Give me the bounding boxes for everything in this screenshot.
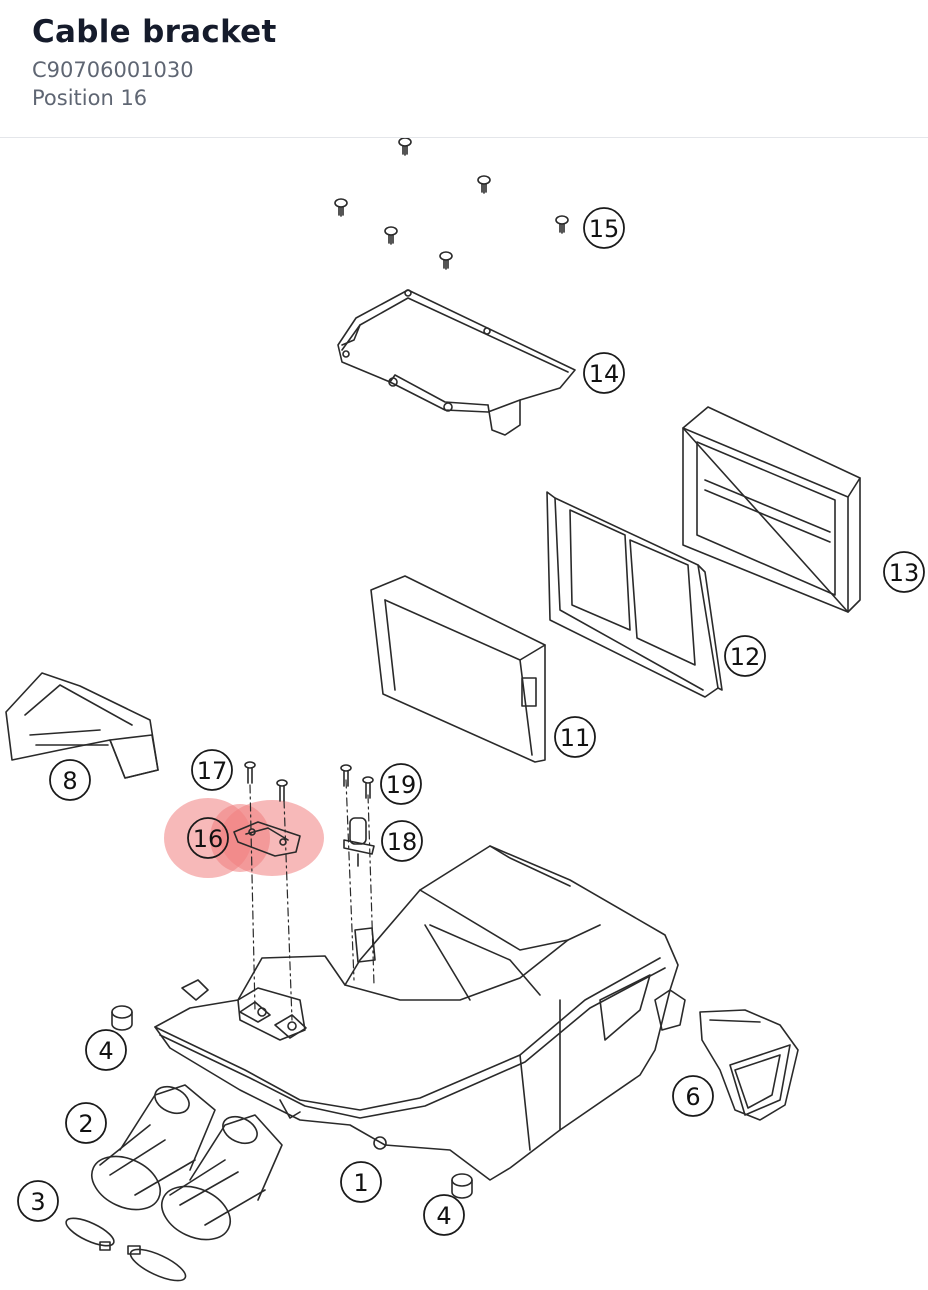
svg-text:3: 3: [30, 1188, 45, 1216]
part-15-screws[interactable]: [334, 138, 569, 270]
callout-13[interactable]: 13: [883, 551, 925, 593]
callout-1[interactable]: 1: [340, 1161, 382, 1203]
svg-text:12: 12: [730, 643, 761, 671]
callout-19[interactable]: 19: [380, 763, 422, 805]
svg-text:15: 15: [589, 215, 620, 243]
callout-labels: 15 14 13 12 11 8 17 19 16 18 4 6 2 1 3 4: [17, 207, 925, 1236]
callout-11[interactable]: 11: [554, 716, 596, 758]
svg-text:1: 1: [353, 1169, 368, 1197]
callout-18[interactable]: 18: [381, 820, 423, 862]
part-19-screw[interactable]: [340, 764, 374, 799]
callout-2[interactable]: 2: [65, 1102, 107, 1144]
part-13-filter-frame[interactable]: [682, 406, 861, 613]
callout-16[interactable]: 16: [187, 817, 229, 859]
callout-14[interactable]: 14: [583, 352, 625, 394]
svg-text:13: 13: [889, 559, 920, 587]
part-header: Cable bracket C90706001030 Position 16: [0, 0, 928, 138]
callout-4-right[interactable]: 4: [423, 1194, 465, 1236]
part-2-intake-boots[interactable]: [83, 1082, 283, 1250]
callout-17[interactable]: 17: [191, 749, 233, 791]
part-number: C90706001030: [32, 58, 194, 82]
part-title: Cable bracket: [32, 14, 277, 50]
callout-6[interactable]: 6: [672, 1075, 714, 1117]
part-6-right-duct[interactable]: [699, 1009, 799, 1121]
part-14-cover[interactable]: [337, 289, 576, 436]
exploded-parts-diagram: 15 14 13 12 11 8 17 19 16 18 4 6 2 1 3 4: [5, 138, 925, 1287]
svg-text:16: 16: [193, 825, 224, 853]
svg-text:6: 6: [685, 1083, 700, 1111]
svg-text:14: 14: [589, 360, 620, 388]
part-16-cable-bracket[interactable]: [233, 821, 301, 857]
callout-15[interactable]: 15: [583, 207, 625, 249]
part-17-screws[interactable]: [244, 761, 288, 802]
part-8-left-duct[interactable]: [5, 672, 159, 779]
svg-text:4: 4: [436, 1202, 451, 1230]
callout-3[interactable]: 3: [17, 1180, 59, 1222]
svg-text:18: 18: [387, 828, 418, 856]
highlight-position-16: [164, 798, 324, 878]
part-11-intake-frame[interactable]: [370, 575, 546, 763]
callout-8[interactable]: 8: [49, 759, 91, 801]
part-3-clamps[interactable]: [63, 1213, 190, 1287]
svg-text:4: 4: [98, 1037, 113, 1065]
part-12-filter-cage[interactable]: [546, 491, 723, 698]
callout-4-left[interactable]: 4: [85, 1029, 127, 1071]
part-4-grommets[interactable]: [111, 1005, 473, 1199]
svg-text:8: 8: [62, 767, 77, 795]
svg-text:11: 11: [560, 724, 591, 752]
svg-text:19: 19: [386, 771, 417, 799]
part-1-airbox[interactable]: [154, 845, 686, 1181]
svg-text:2: 2: [78, 1110, 93, 1138]
part-18-sensor[interactable]: [343, 817, 375, 867]
part-position: Position 16: [32, 86, 148, 110]
callout-12[interactable]: 12: [724, 635, 766, 677]
svg-text:17: 17: [197, 757, 228, 785]
